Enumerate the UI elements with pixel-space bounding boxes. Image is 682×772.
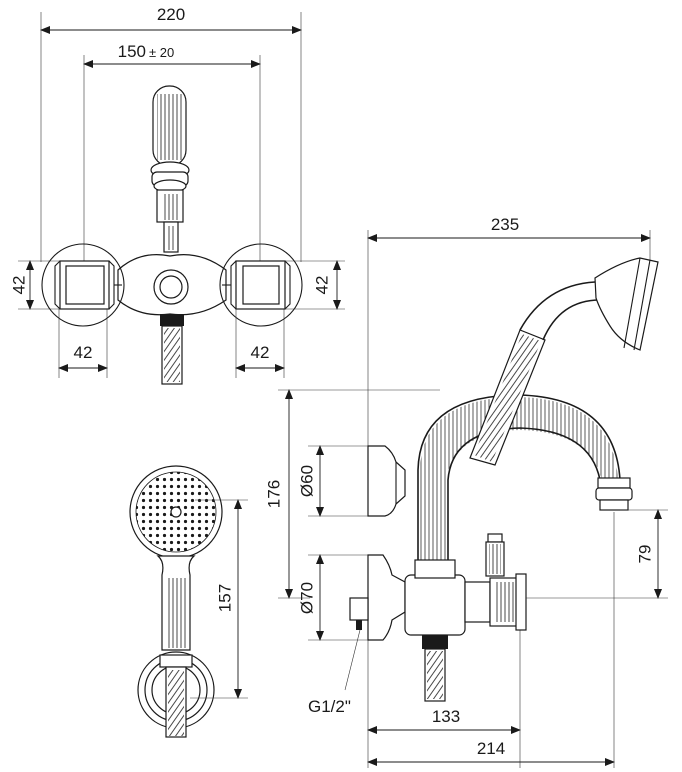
dim-label-220: 220	[157, 5, 185, 24]
dim-label-diameter-60: Ø60	[297, 465, 316, 497]
dim-label-214: 214	[477, 739, 505, 758]
dim-label-150: 150	[118, 42, 146, 61]
dim-label-133: 133	[432, 707, 460, 726]
dim-label-176: 176	[264, 480, 283, 508]
dim-label-235: 235	[491, 215, 519, 234]
dim-label-79: 79	[635, 545, 654, 564]
dim-label-left-42-vertical: 42	[9, 276, 28, 295]
right-escutcheon	[219, 243, 303, 327]
handshower-view: 157	[129, 465, 248, 738]
lower-escutcheon	[367, 554, 406, 641]
dim-label-left-42-horizontal: 42	[74, 343, 93, 362]
front-view: 220 150 ± 20	[9, 5, 345, 385]
shower-head-side	[594, 257, 659, 351]
mixer-body-side	[404, 574, 466, 636]
dim-label-right-42-vertical: 42	[312, 276, 331, 295]
dim-label-tolerance: ± 20	[149, 45, 174, 60]
thread-label: G1/2"	[308, 697, 351, 716]
dim-label-right-42-horizontal: 42	[251, 343, 270, 362]
side-view: 235 Ø60 Ø70 176 G1/2"	[264, 215, 668, 768]
dim-label-157: 157	[215, 584, 234, 612]
upper-escutcheon	[367, 445, 406, 517]
left-escutcheon	[41, 243, 125, 327]
